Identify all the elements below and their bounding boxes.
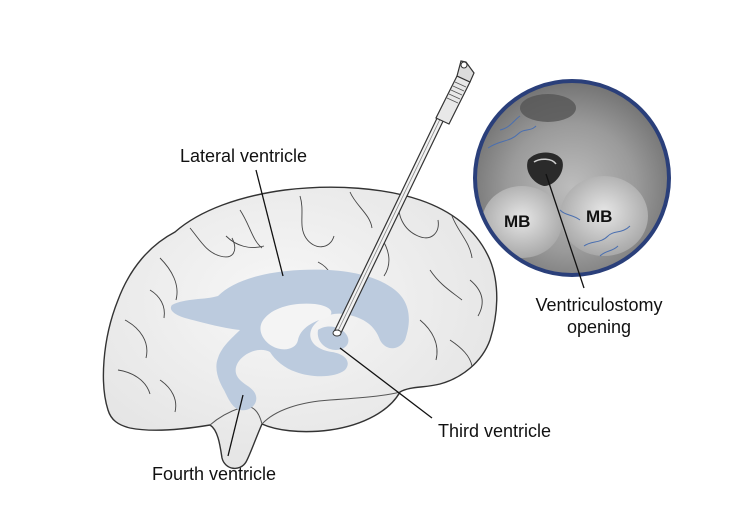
leader-fourth-ventricle bbox=[227, 394, 244, 457]
label-ventriculostomy-line1: Ventriculostomy bbox=[535, 295, 663, 315]
leader-lateral-ventricle bbox=[255, 169, 284, 277]
label-fourth-ventricle: Fourth ventricle bbox=[152, 464, 277, 484]
endoscopic-view-icon bbox=[473, 79, 671, 277]
label-lateral-ventricle: Lateral ventricle bbox=[180, 146, 308, 166]
label-ventriculostomy-opening: Ventriculostomy opening bbox=[516, 295, 682, 338]
label-mb-left: MB bbox=[504, 212, 531, 231]
label-third-ventricle: Third ventricle bbox=[438, 421, 552, 441]
leader-third-ventricle bbox=[339, 347, 433, 419]
leader-ventriculostomy bbox=[545, 173, 585, 289]
leader-lines bbox=[227, 169, 585, 457]
endoscope-icon bbox=[332, 60, 475, 337]
label-mb-right: MB bbox=[586, 207, 613, 226]
label-ventriculostomy-line2: opening bbox=[566, 316, 632, 337]
